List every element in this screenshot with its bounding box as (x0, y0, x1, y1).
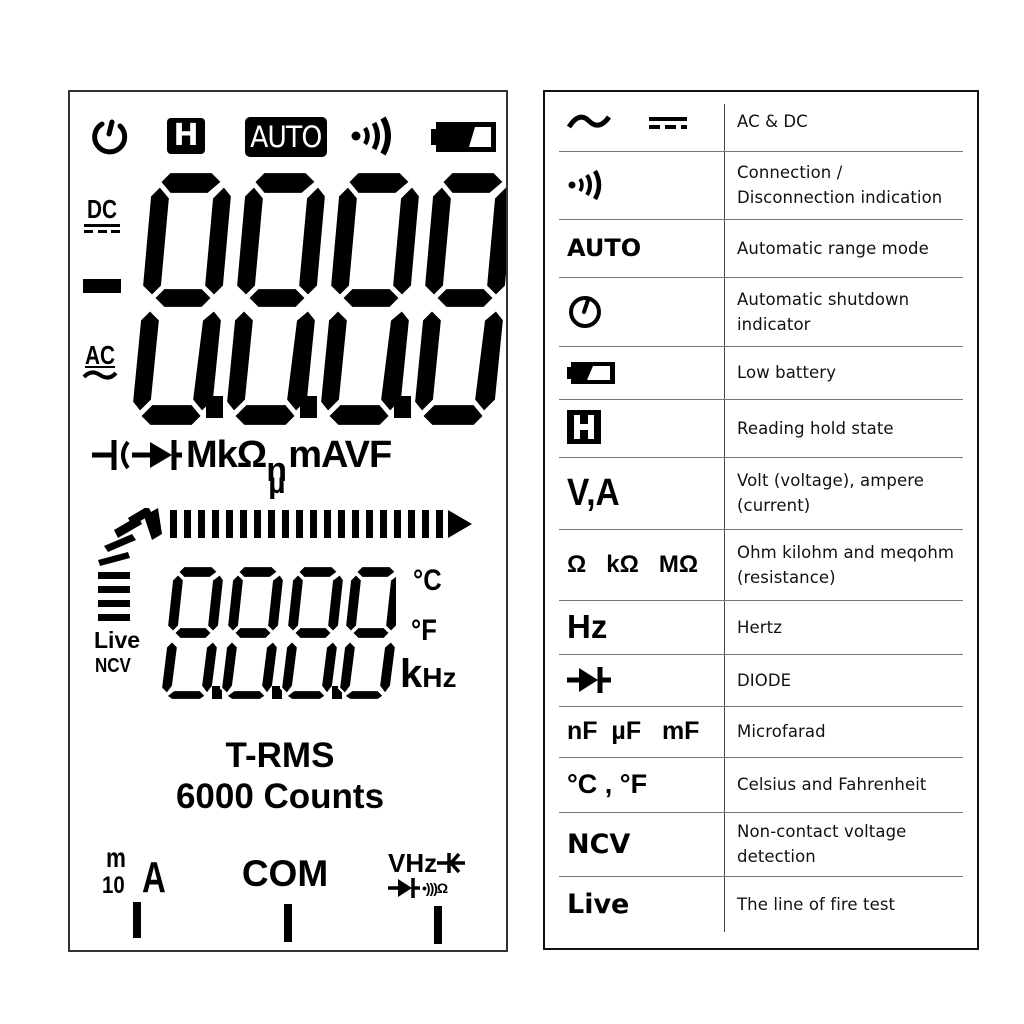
legend-symbol (567, 399, 603, 457)
legend-symbol: °C , °F (567, 769, 648, 799)
terminal-v-hz-ohm: VHz •)))Ω (388, 850, 488, 950)
auto-power-off-icon (92, 119, 128, 155)
lcd-segment-diagram: H AUTO DC AC (68, 90, 508, 952)
dc-symbol-dashes (84, 230, 120, 233)
legend-row-low-battery: Low battery (559, 346, 963, 400)
celsius-indicator: °C (413, 564, 442, 597)
low-battery-icon (431, 122, 496, 152)
ncv-indicator: NCV (95, 655, 131, 677)
terminal-ma-10a: m 10 A (102, 844, 182, 944)
legend-row-hold: Reading hold state (559, 399, 963, 458)
legend-row-ac-dc: AC & DC (559, 92, 963, 152)
legend-row-capacitance: nF µF mF Microfarad (559, 706, 963, 758)
legend-row-temperature: °C , °F Celsius and Fahrenheit (559, 757, 963, 813)
legend-row-diode: DIODE (559, 654, 963, 707)
ac-wave-icon (82, 370, 118, 380)
legend-row-auto-shutdown: Automatic shutdown indicator (559, 277, 963, 347)
legend-row-resistance: Ω kΩ MΩ Ohm kilohm and meqohm (resistanc… (559, 529, 963, 601)
continuity-ohm-label: •)))Ω (422, 880, 448, 896)
legend-description: Volt (voltage), ampere (current) (737, 471, 924, 515)
capacitor-icon (92, 440, 130, 470)
unit-m-a-v-f: mAVF (288, 434, 392, 476)
legend-symbol: nF µF mF (567, 717, 700, 745)
legend-symbol: Ω kΩ MΩ (567, 550, 699, 578)
legend-symbol (567, 277, 603, 346)
terminal-pin-com (284, 904, 292, 942)
legend-row-hertz: Hz Hertz (559, 600, 963, 655)
legend-description: Automatic range mode (737, 238, 929, 258)
legend-row-volt-ampere: V,A Volt (voltage), ampere (current) (559, 457, 963, 530)
legend-description: Ohm kilohm and meqohm (resistance) (737, 542, 955, 587)
legend-row-ncv: NCV Non-contact voltage detection (559, 812, 963, 877)
auto-range-badge: AUTO (245, 117, 327, 157)
ac-dc-icon (567, 114, 687, 129)
bargraph-segments (170, 510, 472, 538)
legend-description: DIODE (737, 670, 792, 690)
legend-row-continuity: Connection / Disconnection indication (559, 151, 963, 220)
legend-symbol: V,A (567, 471, 620, 514)
legend-description: Low battery (737, 363, 837, 382)
unit-prefix-mk-ohm: MkΩ (186, 434, 267, 476)
terminal-com: COM (230, 854, 340, 954)
terminal-pin-v (434, 906, 442, 944)
legend-symbol: Live (567, 888, 630, 920)
secondary-seven-segment-display (160, 564, 396, 702)
legend-description: Automatic shutdown indicator (737, 289, 910, 334)
legend-symbol: AUTO (567, 234, 642, 262)
legend-symbol (567, 346, 617, 399)
ac-indicator: AC (80, 342, 120, 386)
legend-symbol: NCV (567, 828, 631, 860)
live-indicator: Live (94, 627, 141, 653)
continuity-buzzer-icon (351, 116, 391, 156)
legend-description: Microfarad (737, 722, 826, 741)
legend-row-live: Live The line of fire test (559, 876, 963, 932)
khz-indicator: kHz (400, 652, 457, 696)
hold-icon: H (167, 118, 205, 154)
continuity-buzzer-icon (568, 170, 602, 200)
legend-description: AC & DC (737, 112, 808, 131)
auto-power-off-icon (569, 295, 601, 328)
terminal-pin-ma (133, 902, 141, 938)
legend-description: Connection / Disconnection indication (737, 163, 943, 207)
diode-icon (388, 878, 420, 898)
low-battery-icon (567, 361, 615, 384)
legend-symbol (567, 151, 607, 219)
diode-icon (132, 440, 182, 470)
diode-icon (567, 667, 611, 693)
dc-indicator: DC (82, 196, 122, 233)
trms-label: T-RMS (225, 736, 335, 775)
negative-sign-segment (83, 279, 121, 293)
legend-symbol: Hz (567, 608, 608, 645)
legend-description: The line of fire test (737, 894, 896, 914)
legend-symbol (567, 92, 687, 151)
analog-bargraph (98, 508, 472, 621)
legend-description: Hertz (737, 617, 782, 637)
hold-icon (567, 410, 601, 444)
legend-description: Reading hold state (737, 418, 894, 438)
capacitor-icon (437, 852, 466, 874)
legend-description: Celsius and Fahrenheit (737, 775, 927, 794)
legend-description: Non-contact voltage detection (737, 822, 907, 866)
table-column-divider (724, 104, 725, 932)
symbol-legend-table: AC & DC Connection / Disconnection indic… (543, 90, 979, 950)
counts-label: 6000 Counts (175, 777, 385, 816)
legend-row-auto: AUTO Automatic range mode (559, 219, 963, 278)
fahrenheit-indicator: °F (411, 614, 437, 647)
legend-symbol (567, 654, 613, 706)
main-seven-segment-display (130, 170, 506, 428)
unit-symbol-row: MkΩ n µ mAVF (92, 434, 392, 500)
